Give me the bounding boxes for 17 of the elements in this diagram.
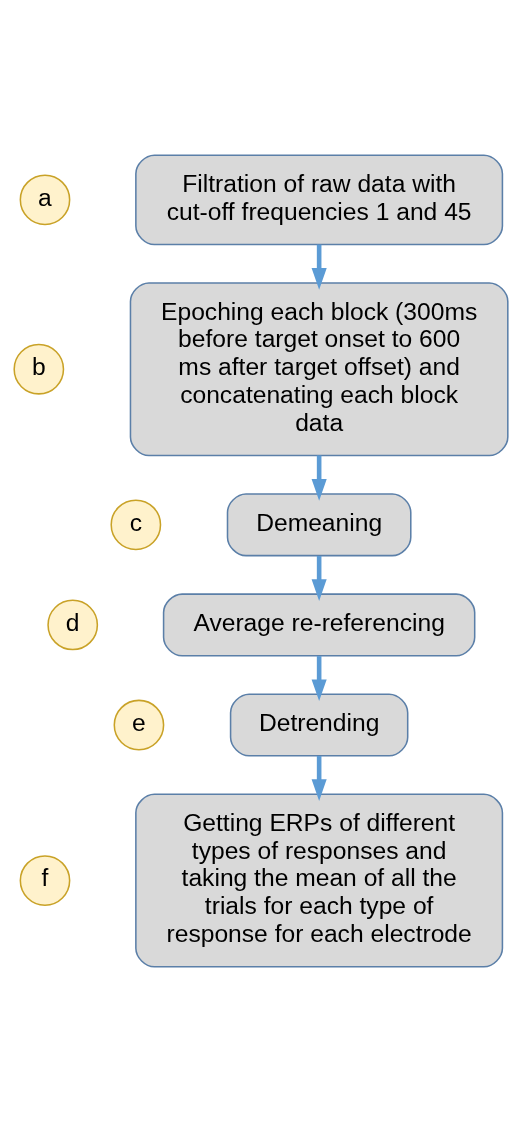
node-box: Getting ERPs of different types of responses and taking the mean of all the trials for each type of response for each electrode xyxy=(135,793,504,968)
arrow xyxy=(311,656,327,702)
arrow xyxy=(311,244,327,290)
node-box: Detrending xyxy=(229,693,409,757)
arrow xyxy=(311,556,327,601)
node-circle: c xyxy=(110,499,162,551)
node-circle: a xyxy=(19,174,71,226)
arrow xyxy=(311,455,327,501)
node-box: Demeaning xyxy=(226,493,412,557)
node-box: Filtration of raw data with cut-off frequencies 1 and 45 xyxy=(135,154,504,246)
node-box: Average re-referencing xyxy=(162,593,476,657)
node-circle: e xyxy=(113,699,165,751)
node-circle: d xyxy=(47,599,99,651)
node-circle: f xyxy=(19,855,71,906)
node-box: Epoching each block (300ms before target onset to 600 ms after target offset) and concatenating each block data xyxy=(129,282,509,457)
arrow xyxy=(311,755,327,801)
node-circle: b xyxy=(13,343,65,395)
